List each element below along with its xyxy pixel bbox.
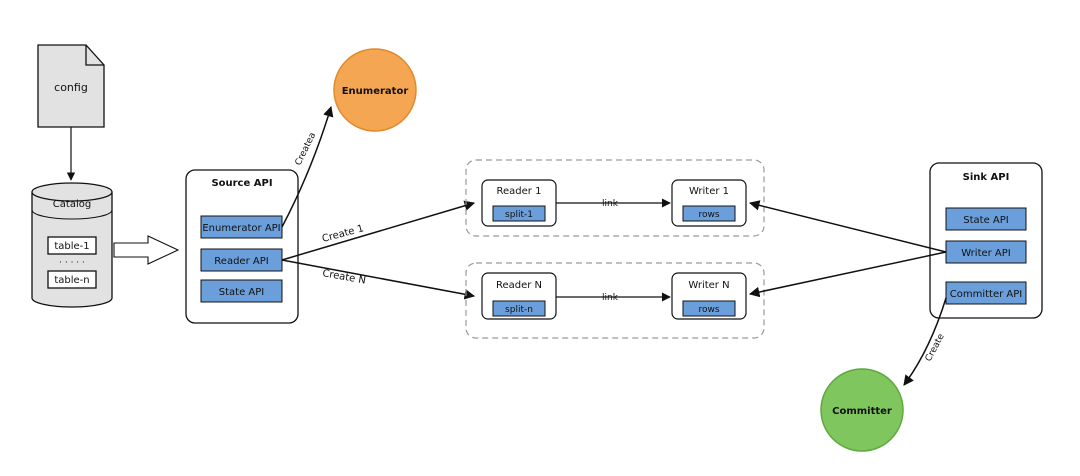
committer-label: Committer — [832, 406, 892, 417]
rows-n-label: rows — [698, 305, 719, 315]
source-api-title: Source API — [211, 178, 272, 189]
config-label: config — [54, 81, 88, 94]
rows-n-tag — [682, 300, 736, 317]
createa-arrow — [281, 105, 334, 228]
rows-1-tag — [682, 205, 736, 222]
split-1-tag — [492, 205, 546, 222]
enumerator-label: Enumerator — [342, 86, 409, 97]
link-1-label: link — [602, 199, 619, 209]
catalog-ellipsis: · · · · · — [59, 258, 85, 268]
writer-n-label: Writer N — [688, 280, 729, 291]
sink-committer-api — [945, 281, 1027, 305]
catalog-to-source-arrow — [113, 235, 180, 265]
create-n-arrow — [281, 259, 476, 300]
sink-writer-api-label: Writer API — [961, 248, 1011, 259]
sink-api-title: Sink API — [963, 172, 1010, 183]
writer-1-label: Writer 1 — [689, 186, 729, 197]
pipeline-group-1: Reader 1 split-1 link Writer 1 rows — [465, 159, 765, 237]
table-1-label: table-1 — [54, 241, 89, 252]
split-1-label: split-1 — [505, 210, 533, 220]
source-reader-api-label: Reader API — [214, 256, 268, 267]
create-committer-arrow — [903, 297, 947, 386]
create-n-label: Create N — [321, 268, 366, 286]
source-enumerator-api-label: Enumerator API — [202, 223, 280, 234]
split-n-label: split-n — [505, 305, 533, 315]
sink-to-writer-1-arrow — [748, 200, 947, 253]
rows-1-label: rows — [698, 210, 719, 220]
source-state-api — [200, 279, 283, 303]
sink-state-api — [945, 207, 1027, 231]
source-api-box: Source API Enumerator API Reader API Sta… — [185, 169, 299, 324]
committer-node: Committer — [820, 368, 904, 452]
create-1-arrow — [281, 200, 476, 261]
table-n-label: table-n — [54, 275, 89, 286]
sink-state-api-label: State API — [963, 215, 1008, 226]
table-n-box — [47, 270, 97, 289]
sink-to-writer-n-arrow — [748, 251, 947, 298]
catalog-cylinder: Catalog table-1 · · · · · table-n — [31, 182, 113, 308]
catalog-label: Catalog — [53, 199, 91, 210]
sink-committer-api-label: Committer API — [950, 289, 1022, 300]
link-n-label: link — [602, 293, 619, 303]
reader-n-label: Reader N — [496, 280, 542, 291]
enumerator-node: Enumerator — [333, 48, 417, 132]
split-n-tag — [492, 300, 546, 317]
table-1-box — [47, 236, 97, 255]
config-document: config — [37, 44, 105, 128]
source-state-api-label: State API — [219, 287, 264, 298]
reader-1-label: Reader 1 — [497, 186, 542, 197]
pipeline-group-n: Reader N split-n link Writer N rows — [465, 262, 765, 339]
sink-api-box: Sink API State API Writer API Committer … — [929, 162, 1043, 319]
createa-label: Createa — [294, 131, 319, 167]
